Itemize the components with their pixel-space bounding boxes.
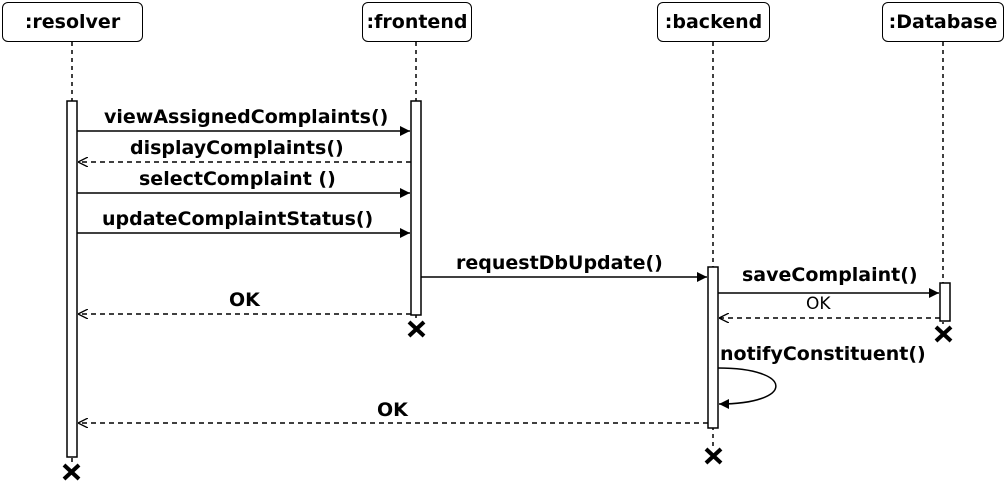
label-notifyConstituent: notifyConstituent() (720, 343, 926, 365)
destroy-resolver-icon (62, 463, 81, 481)
lifeline-resolver-box: :resolver (2, 2, 143, 42)
label-saveComplaint: saveComplaint() (742, 264, 918, 286)
label-ok-frontend: OK (229, 289, 260, 311)
label-ok-database: OK (806, 294, 831, 314)
activation-backend (707, 266, 719, 429)
arrow-notifyConstituent (717, 367, 777, 409)
label-ok-backend: OK (377, 399, 408, 421)
label-viewAssignedComplaints: viewAssignedComplaints() (104, 106, 389, 128)
activation-database (939, 282, 951, 322)
label-requestDbUpdate: requestDbUpdate() (456, 252, 663, 274)
label-selectComplaint: selectComplaint () (139, 168, 336, 190)
destroy-database-icon (934, 325, 953, 343)
lifeline-frontend-box: :frontend (362, 2, 472, 42)
label-displayComplaints: displayComplaints() (130, 137, 344, 159)
activation-resolver (66, 100, 78, 458)
lifeline-database-box: :Database (882, 2, 1004, 42)
lifeline-backend-box: :backend (657, 2, 770, 42)
destroy-frontend-icon (407, 320, 426, 338)
label-updateComplaintStatus: updateComplaintStatus() (102, 208, 374, 230)
activation-frontend (410, 100, 422, 316)
destroy-backend-icon (704, 447, 723, 465)
